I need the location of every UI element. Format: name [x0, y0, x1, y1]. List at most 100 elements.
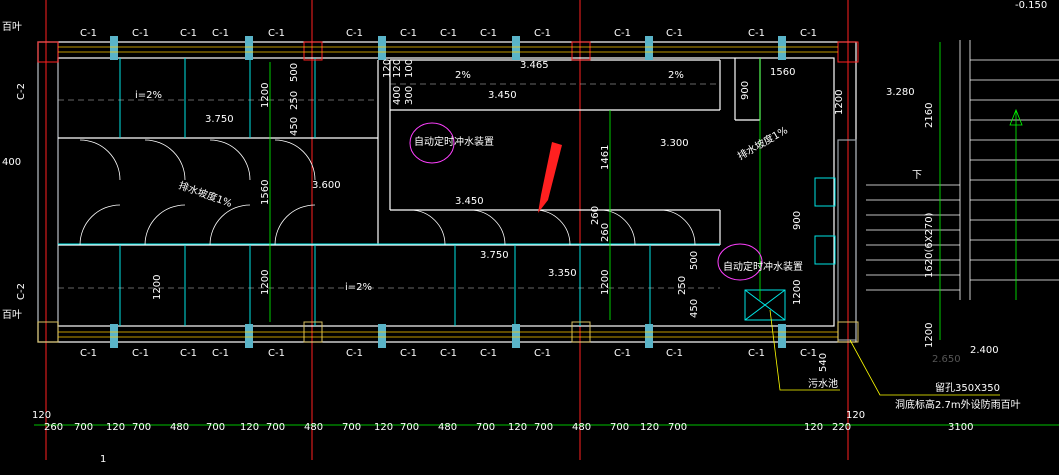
- annotation-vent-hole: 留孔350X350: [935, 381, 1000, 394]
- glazing: [58, 46, 838, 338]
- window-label-bottom: C-1: [748, 348, 765, 359]
- dim-vertical: 1461: [600, 145, 611, 170]
- level-mark: 3.750: [205, 114, 234, 125]
- dim-vertical: 900: [792, 211, 803, 230]
- dim-bottom: 260: [44, 422, 63, 433]
- stair: [866, 40, 1059, 300]
- pointer-arrow: [538, 142, 562, 213]
- dim-bottom: 120: [240, 422, 259, 433]
- edge-text-level: -0.150: [1015, 0, 1047, 11]
- level-mark: 3.450: [488, 90, 517, 101]
- dim-bottom: 220: [832, 422, 851, 433]
- drain-note: 排水坡度1%: [177, 179, 234, 210]
- annotation-flush-1: 自动定时冲水装置: [414, 135, 494, 148]
- door-swings: [79, 139, 696, 246]
- dim-bottom: 700: [476, 422, 495, 433]
- dim-vertical: 1200: [260, 83, 271, 108]
- window-label-top: C-1: [80, 28, 97, 39]
- dim-vertical: 1200: [792, 280, 803, 305]
- window-label-bottom: C-1: [440, 348, 457, 359]
- dim-bottom: 120: [32, 410, 51, 421]
- edge-text-number: 1: [100, 454, 106, 465]
- dim-bottom: 700: [610, 422, 629, 433]
- dim-vertical: 100: [404, 59, 415, 78]
- window-label-bottom: C-1: [614, 348, 631, 359]
- edge-text-louver-top: 百叶: [2, 21, 22, 33]
- stall-partitions: [58, 58, 836, 326]
- dim-vertical: 120: [382, 59, 393, 78]
- window-label-top: C-1: [400, 28, 417, 39]
- window-label-top: C-1: [346, 28, 363, 39]
- dim-bottom-extra: 120: [846, 410, 865, 421]
- level-mark: 3.280: [886, 87, 915, 98]
- dim-vertical: 1200: [924, 323, 935, 348]
- dim-bottom: 480: [170, 422, 189, 433]
- level-mark: 3.465: [520, 60, 549, 71]
- annotation-stair-down: 下: [912, 170, 922, 181]
- dim-bottom: 700: [342, 422, 361, 433]
- window-label-bottom: C-1: [800, 348, 817, 359]
- slope-mark: i=2%: [345, 282, 372, 293]
- bottom-dimension-row: 120 260 700 120 700 480 700 120 700 480 …: [32, 410, 973, 433]
- grid-axes: [45, 0, 849, 460]
- dim-vertical: 300: [404, 86, 415, 105]
- dim-vertical: 1200: [600, 270, 611, 295]
- window-label-bottom: C-1: [666, 348, 683, 359]
- dim-vertical: 1620(6X270): [924, 212, 935, 278]
- dim-bottom: 700: [206, 422, 225, 433]
- dim-bottom: 700: [534, 422, 553, 433]
- annotation-ghost-level: 2.650: [932, 354, 961, 365]
- side-label-c2-bottom: C-2: [16, 283, 27, 300]
- dim-vertical: 2160: [924, 103, 935, 128]
- side-label-c2-top: C-2: [16, 83, 27, 100]
- annotation-vent-note: 洞底标高2.7m外设防雨百叶: [895, 398, 1021, 411]
- annotation-sewage: 污水池: [808, 377, 838, 390]
- dim-vertical: 450: [289, 117, 300, 136]
- dim-bottom: 120: [508, 422, 527, 433]
- dimension-lines: [34, 42, 1059, 426]
- dim-horizontal: 1560: [770, 67, 795, 78]
- dim-vertical: 400: [392, 86, 403, 105]
- annotation-flush-2: 自动定时冲水装置: [723, 260, 803, 273]
- dim-vertical: 1200: [152, 275, 163, 300]
- dim-bottom: 480: [572, 422, 591, 433]
- level-mark: 3.300: [660, 138, 689, 149]
- window-label-bottom: C-1: [80, 348, 97, 359]
- dim-bottom: 700: [132, 422, 151, 433]
- dim-vertical: 250: [289, 91, 300, 110]
- window-label-bottom: C-1: [400, 348, 417, 359]
- dim-vertical: 250: [677, 276, 688, 295]
- dashed-lines: [58, 83, 720, 289]
- walls: [37, 41, 857, 343]
- dim-vertical: 1560: [260, 180, 271, 205]
- level-mark: 3.600: [312, 180, 341, 191]
- slope-mark: i=2%: [135, 90, 162, 101]
- window-label-top: C-1: [268, 28, 285, 39]
- edge-text-400: 400: [2, 157, 21, 168]
- dim-bottom: 700: [668, 422, 687, 433]
- window-label-top: C-1: [480, 28, 497, 39]
- level-mark: 3.350: [548, 268, 577, 279]
- level-mark: 3.450: [455, 196, 484, 207]
- window-label-bottom: C-1: [212, 348, 229, 359]
- leaders: [769, 309, 1000, 396]
- dim-vertical: 1200: [834, 90, 845, 115]
- window-label-top: C-1: [748, 28, 765, 39]
- dim-vertical: 260: [590, 206, 601, 225]
- window-jambs: [110, 36, 786, 348]
- note-clouds: [409, 122, 763, 281]
- window-label-bottom: C-1: [346, 348, 363, 359]
- window-label-bottom: C-1: [132, 348, 149, 359]
- dim-bottom: 120: [640, 422, 659, 433]
- dim-bottom: 700: [74, 422, 93, 433]
- dim-bottom: 120: [374, 422, 393, 433]
- slope-mark: 2%: [455, 70, 471, 81]
- dim-vertical: 1200: [260, 270, 271, 295]
- dim-bottom: 3100: [948, 422, 973, 433]
- window-label-top: C-1: [132, 28, 149, 39]
- window-label-top: C-1: [180, 28, 197, 39]
- window-label-top: C-1: [666, 28, 683, 39]
- dim-vertical: 540: [818, 353, 829, 372]
